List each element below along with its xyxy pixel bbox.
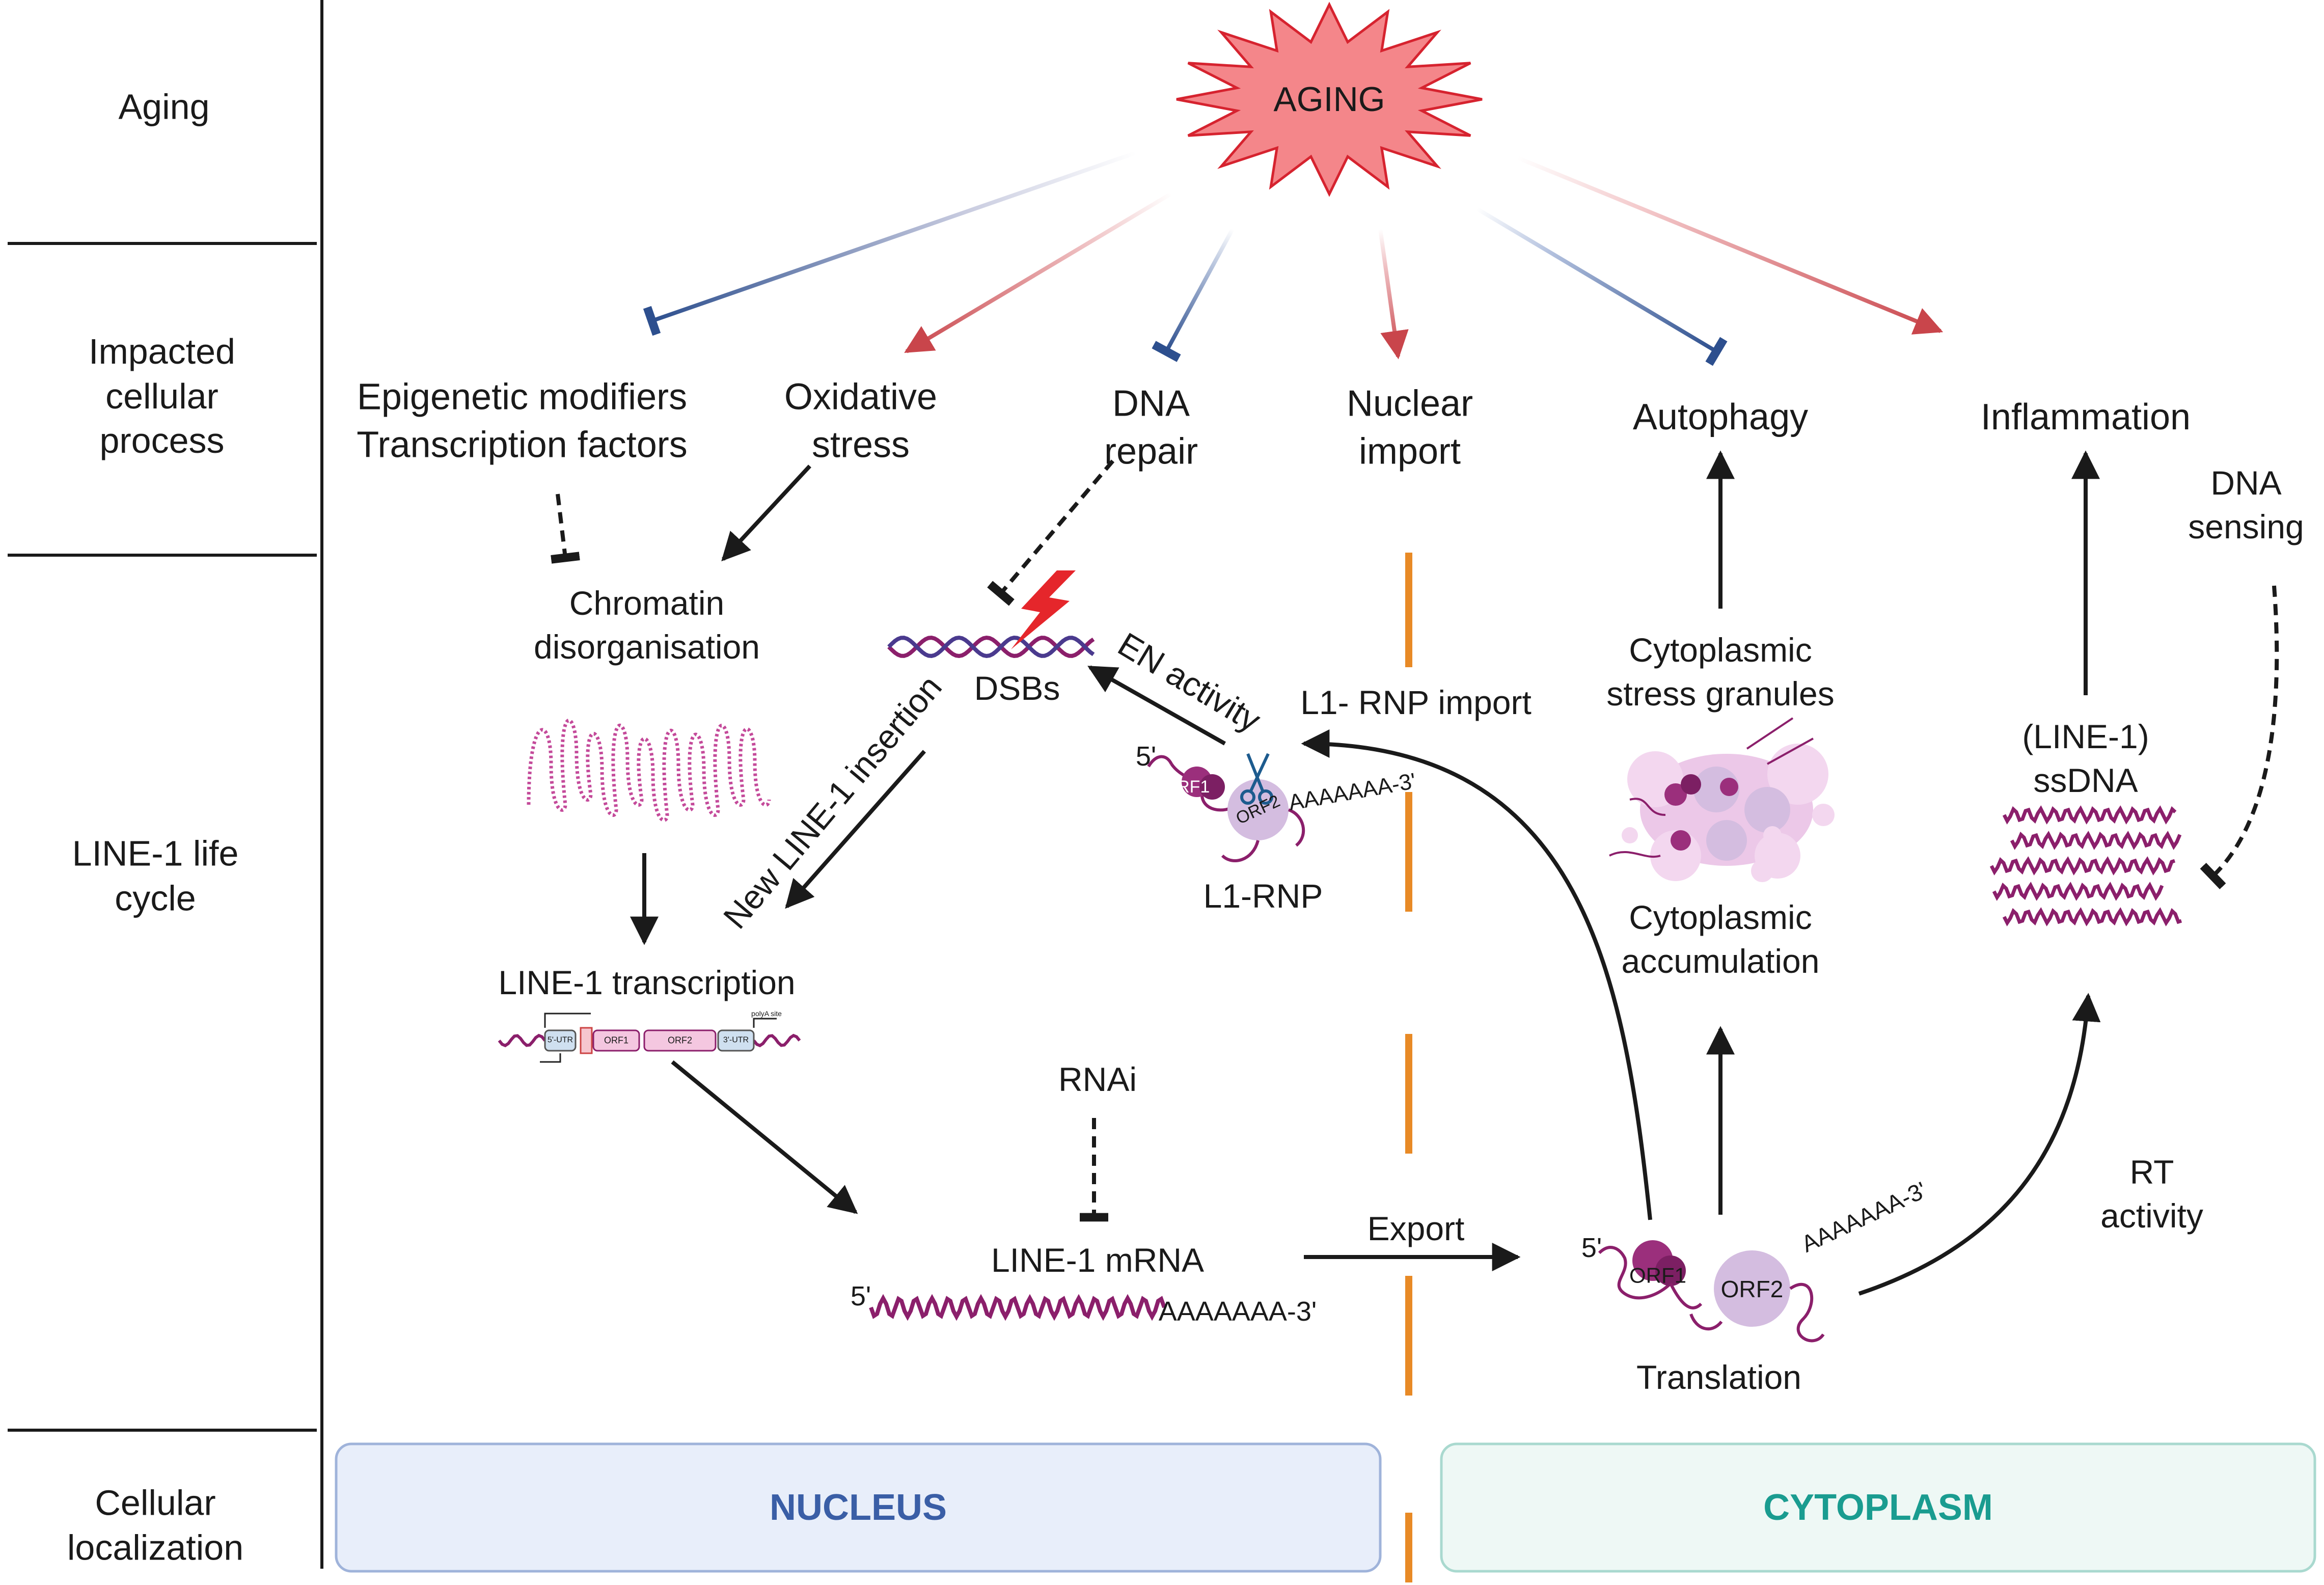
cytoplasm-box <box>1440 1442 2316 1573</box>
flow-arrows <box>551 450 2279 1296</box>
arrow-oxidative-to-chromatin <box>721 464 811 562</box>
arrow-dna-repair-inhibit <box>987 459 1115 606</box>
mrna-polya-label: AAAAAAA-3' <box>1158 1296 1317 1327</box>
arrow-dna-sensing <box>2200 585 2279 890</box>
l1-rnp-cytoplasm <box>1598 1240 1825 1343</box>
cytoplasmic-accumulation-label: Cytoplasmic accumulation <box>1621 898 1820 980</box>
activate-inflammation <box>1517 156 1944 335</box>
lightning-bolt-icon <box>1011 570 1076 649</box>
cytoplasm-label: CYTOPLASM <box>1763 1487 1993 1528</box>
l1-rnp-nuclear <box>1147 753 1305 862</box>
process-oxidative-stress: Oxidative stress <box>784 376 938 465</box>
ssdna-strand <box>2002 805 2177 825</box>
row-label-aging: Aging <box>118 87 210 127</box>
stress-granule-cluster <box>1609 717 1835 882</box>
row-label-localization: Cellular localization <box>67 1483 244 1568</box>
dna-sensing-label: DNA sensing <box>2188 464 2304 545</box>
inhibit-autophagy <box>1475 207 1728 366</box>
ssdna-strand <box>2002 907 2182 926</box>
rnp-nuclear-orf1-label: ORF1 <box>1163 777 1210 797</box>
activate-oxidative <box>904 192 1173 353</box>
nucleus-box <box>335 1442 1382 1573</box>
row-frame <box>8 0 323 1569</box>
rnp-cyto-orf1-label: ORF1 <box>1629 1263 1687 1288</box>
dsbs-label: DSBs <box>974 669 1060 707</box>
activate-nuclear-import <box>1378 229 1409 360</box>
inhibit-epigenetic <box>643 151 1137 336</box>
ssdna-strand <box>1992 882 2164 901</box>
arrow-new-insertion <box>785 750 926 909</box>
ssdna-strand <box>1989 856 2176 876</box>
export-label: Export <box>1367 1210 1465 1248</box>
process-inflammation: Inflammation <box>1980 397 2191 438</box>
arrow-rt-activity <box>1858 993 2101 1296</box>
arrow-en-activity <box>1087 665 1226 746</box>
rnp-cyto-5prime-label: 5' <box>1581 1232 1602 1263</box>
l1-rnp-label: L1-RNP <box>1203 877 1323 915</box>
inhibit-dna-repair <box>1152 228 1235 362</box>
process-nuclear-import: Nuclear import <box>1346 383 1473 472</box>
nucleus-label: NUCLEUS <box>769 1487 947 1528</box>
aging-burst-label: AGING <box>1273 79 1385 119</box>
stress-granules-label: Cytoplasmic stress granules <box>1606 631 1835 713</box>
arrow-transcription-to-mrna <box>671 1060 858 1214</box>
gene-5utr-label: 5'-UTR <box>547 1035 573 1045</box>
line1-mrna-label: LINE-1 mRNA <box>991 1241 1205 1279</box>
arrow-epigenetic-inhibit <box>551 494 580 564</box>
l1-rnp-import-label: L1- RNP import <box>1300 684 1532 722</box>
line1-mrna-wave <box>869 1294 1166 1321</box>
mrna-5prime-label: 5' <box>850 1280 871 1311</box>
gene-orf1-label: ORF1 <box>604 1035 629 1046</box>
ssdna-label: (LINE-1) ssDNA <box>2022 718 2149 799</box>
gene-polya-label: polyA site <box>751 1009 782 1018</box>
scissors-icon <box>1240 753 1273 805</box>
dsb-dna-helix <box>887 570 1095 659</box>
chromatin-coil <box>527 718 771 822</box>
line1-gene-schematic <box>498 1013 801 1063</box>
gene-orf2-label: ORF2 <box>667 1035 693 1046</box>
aging-effect-arrows <box>643 151 1944 366</box>
process-autophagy: Autophagy <box>1632 397 1809 438</box>
aging-burst <box>1176 2 1483 197</box>
rnp-nuclear-5prime-label: 5' <box>1135 741 1157 772</box>
line1-transcription-label: LINE-1 transcription <box>498 964 796 1002</box>
ssdna-stack <box>1989 805 2182 926</box>
translation-label: Translation <box>1636 1358 1802 1397</box>
row-label-impacted-process: Impacted cellular process <box>89 331 235 460</box>
rt-activity-label: RT activity <box>2100 1153 2203 1235</box>
process-epigenetic: Epigenetic modifiers Transcription facto… <box>357 376 688 465</box>
gene-3utr-label: 3'-UTR <box>723 1035 749 1045</box>
ssdna-strand <box>2010 831 2182 850</box>
process-dna-repair: DNA repair <box>1104 383 1198 472</box>
row-label-lifecycle: LINE-1 life cycle <box>72 833 239 918</box>
rnp-cyto-orf2-label: ORF2 <box>1720 1276 1784 1303</box>
chromatin-disorganisation-label: Chromatin disorganisation <box>534 584 760 666</box>
rnai-label: RNAi <box>1058 1060 1137 1099</box>
arrow-rnp-import <box>1301 729 1652 1220</box>
